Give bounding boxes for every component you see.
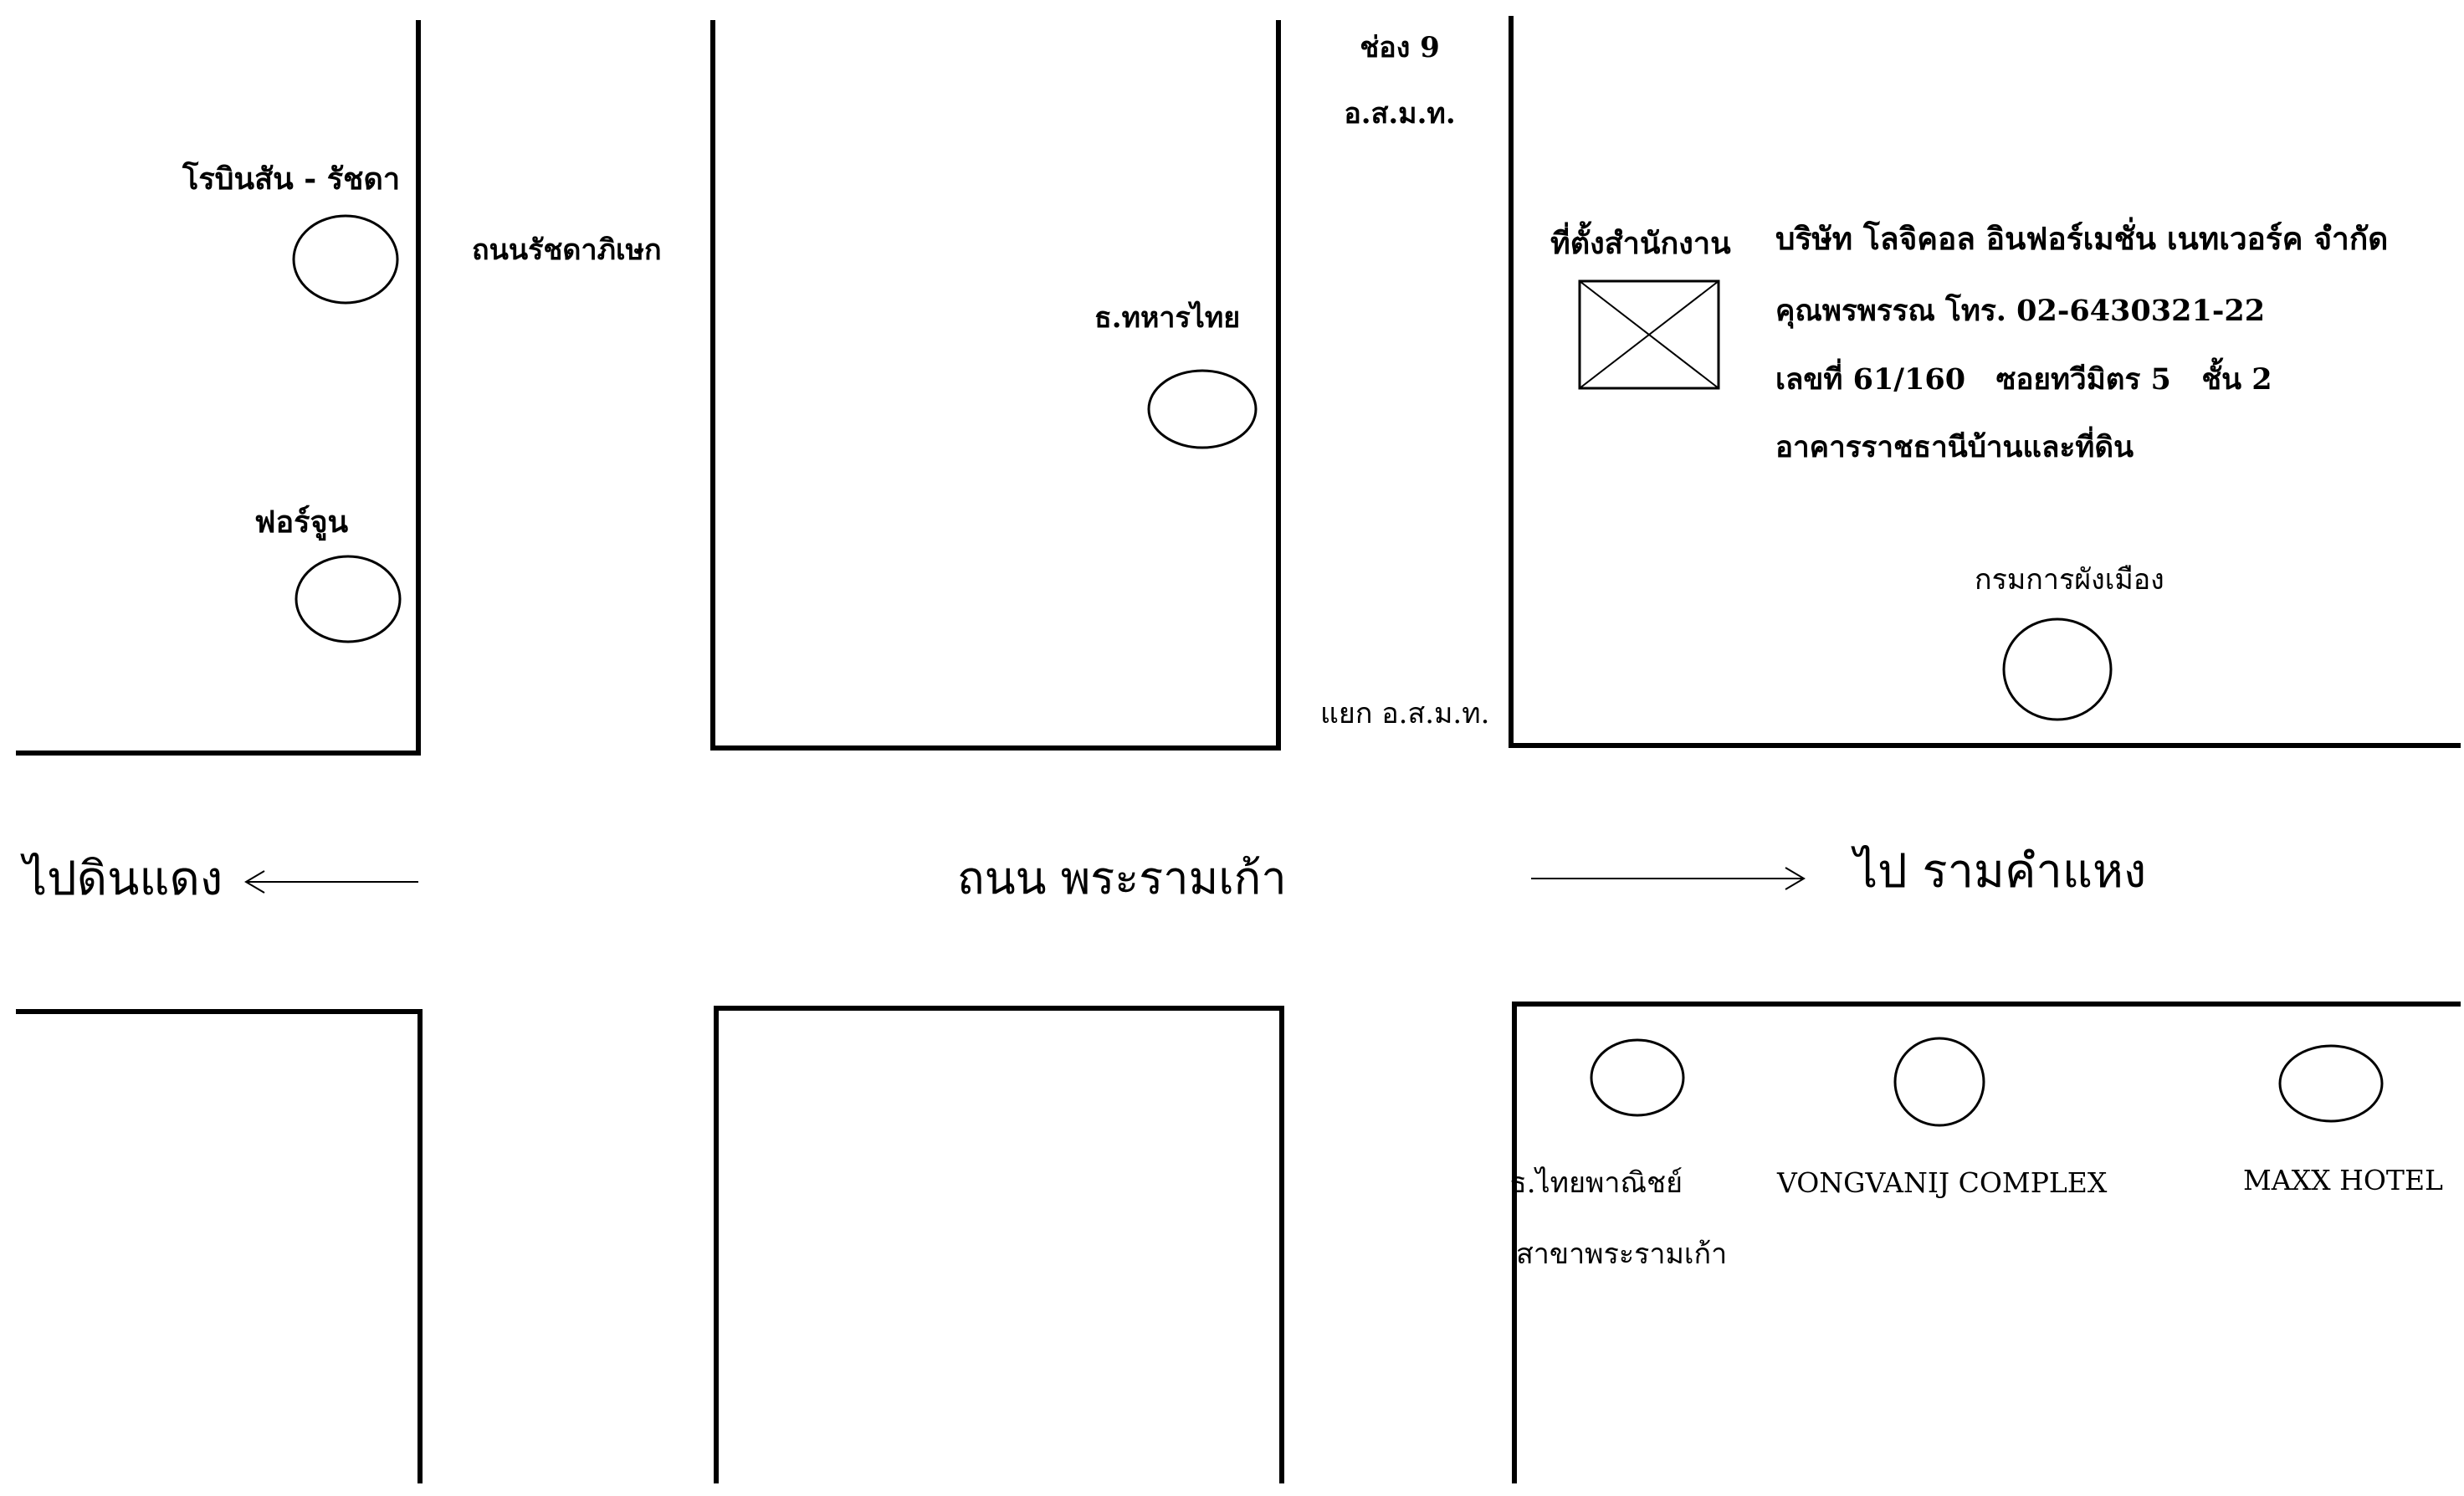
office-marker-icon [1578,279,1720,390]
scb-label-line1: ธ.ไทยพาณิชย์ [1509,1166,1683,1200]
robinson-landmark-icon [292,214,399,305]
maxx-hotel-label: MAXX HOTEL [2243,1164,2443,1196]
arrow-left-icon [244,870,418,894]
rama9-road-label: ถนน พระรามเก้า [957,852,1287,904]
block-bottom-middle [714,1006,1284,1483]
military-bank-landmark-icon [1147,369,1258,449]
town-planning-landmark-icon [2002,617,2113,721]
office-location-label: ที่ตั้งสำนักงาน [1550,221,1731,261]
vongvanij-landmark-icon [1893,1037,1985,1127]
address-line: เลขที่ 61/160 ซอยทวีมิตร 5 ชั้น 2 [1775,357,2272,397]
to-ramkhamhaeng-label: ไป รามคำแหง [1851,844,2146,899]
block-top-left [16,20,421,756]
block-top-right [1509,16,2461,748]
fortune-label: ฟอร์จูน [254,505,349,541]
soi-label: ช่อง 9 [1360,31,1440,64]
block-bottom-right [1512,1002,2461,1483]
ratchada-road-label: ถนนรัชดาภิเษก [472,233,662,267]
fortune-landmark-icon [295,555,402,643]
osmt-label: อ.ส.ม.ท. [1344,97,1455,131]
block-top-middle [710,20,1281,751]
robinson-label: โรบินสัน - รัชดา [182,161,400,197]
to-din-daeng-label: ไปดินแดง [20,852,223,906]
osmt-junction-label: แยก อ.ส.ม.ท. [1320,697,1489,730]
contact-line: คุณพรพรรณ โทร. 02-6430321-22 [1775,293,2265,329]
military-bank-label: ธ.ทหารไทย [1094,300,1240,335]
block-bottom-left [16,1009,423,1483]
arrow-right-icon [1531,867,1806,890]
scb-landmark-icon [1590,1038,1685,1117]
scb-label-line2: สาขาพระรามเก้า [1516,1237,1727,1271]
town-planning-label: กรมการผังเมือง [1975,563,2164,597]
company-name: บริษัท โลจิคอล อินฟอร์เมชั่น เนทเวอร์ค จ… [1775,217,2388,257]
vongvanij-label: VONGVANIJ COMPLEX [1776,1166,2108,1199]
maxx-hotel-landmark-icon [2278,1044,2384,1123]
building-line: อาคารราชธานีบ้านและที่ดิน [1775,426,2134,464]
